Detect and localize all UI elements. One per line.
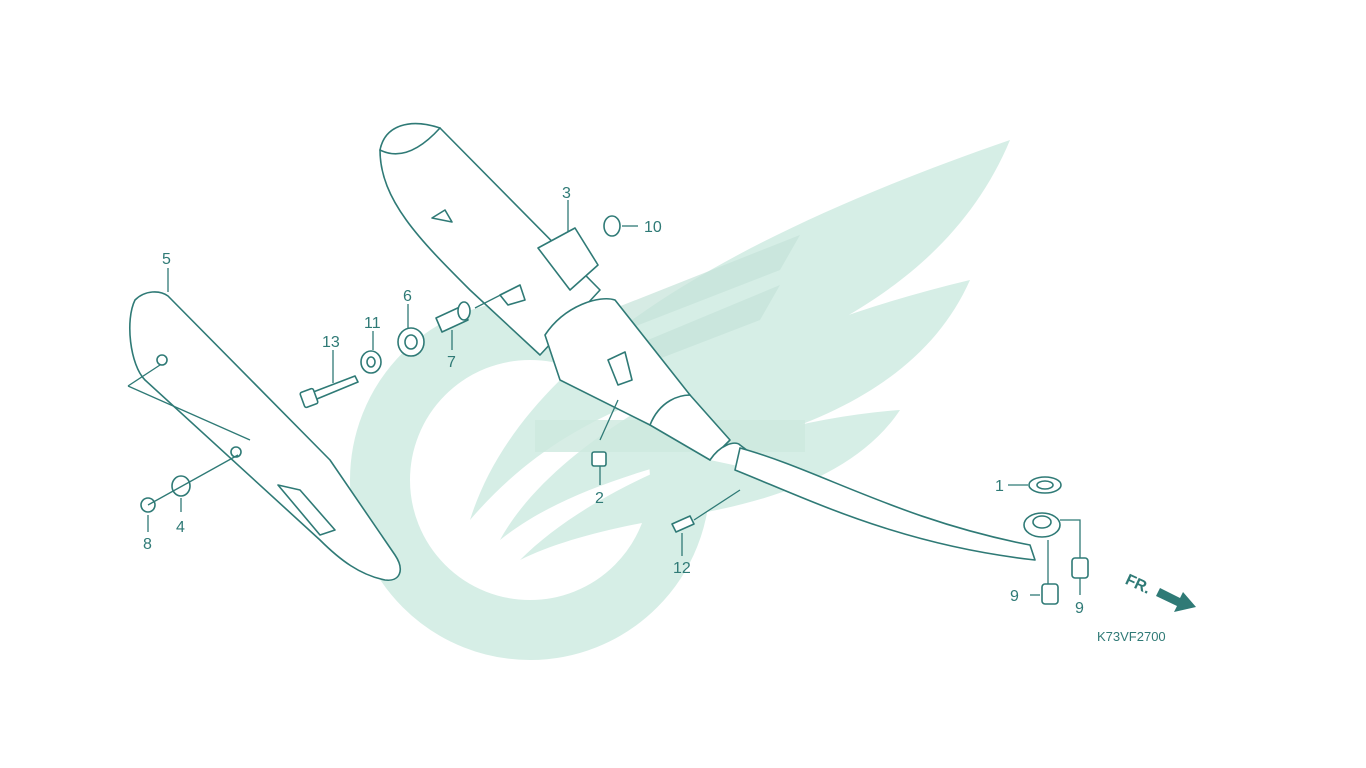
callout-10: 10	[644, 219, 662, 236]
callout-4: 4	[176, 519, 185, 536]
callout-11: 11	[364, 315, 381, 332]
leader-lines	[127, 200, 1081, 596]
callout-6: 6	[403, 288, 412, 305]
diagram-code: K73VF2700	[1097, 629, 1166, 644]
small-parts	[140, 215, 1089, 605]
callout-2: 2	[595, 490, 604, 507]
callout-1: 1	[995, 478, 1004, 495]
exhaust-flange	[1023, 512, 1061, 538]
callouts: 1 2 3 4 5 6 7 8 9 9 10 11 12 13	[143, 185, 1084, 617]
front-direction-arrow: FR.	[1123, 571, 1196, 612]
direction-label: FR.	[1123, 571, 1154, 597]
callout-8: 8	[143, 536, 152, 553]
bolt-12	[671, 515, 695, 533]
callout-12: 12	[673, 560, 691, 577]
callout-9-right: 9	[1075, 600, 1084, 617]
muffler-assembly	[379, 122, 1036, 561]
flange-nut-left	[1041, 583, 1059, 605]
watermark-logo	[350, 140, 1010, 660]
wing-watermark	[470, 140, 1010, 560]
callout-7: 7	[447, 354, 456, 371]
callout-3: 3	[562, 185, 571, 202]
callout-5: 5	[162, 251, 171, 268]
callout-9-left: 9	[1010, 588, 1019, 605]
clip	[591, 451, 607, 467]
nut-10	[603, 215, 621, 237]
callout-13: 13	[322, 334, 340, 351]
heat-shield	[129, 291, 401, 581]
flange-nut-right	[1071, 557, 1089, 579]
